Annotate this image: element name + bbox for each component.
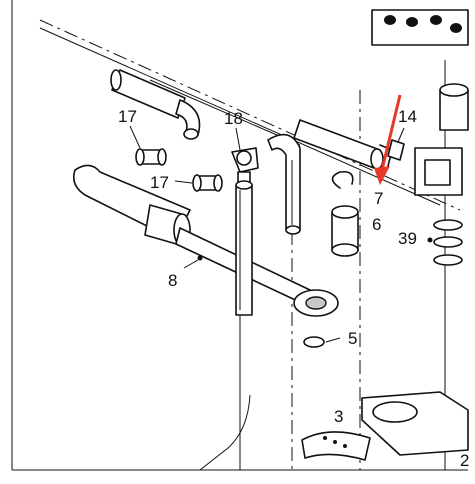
callout-5: 5 <box>348 329 357 348</box>
callout-18: 18 <box>224 109 243 128</box>
callout-2: 2 <box>460 451 469 470</box>
callout-17-lower: 17 <box>150 173 169 192</box>
vertical-hose-left <box>235 180 253 316</box>
fitting-14 <box>387 127 405 161</box>
bushing-6 <box>331 205 359 257</box>
right-column-stack <box>414 83 469 266</box>
callout-39: 39 <box>398 229 417 248</box>
clip-7 <box>331 170 354 189</box>
vertical-hose-right <box>267 133 301 235</box>
fitting-17-lower <box>174 174 223 192</box>
elbow-18 <box>231 127 259 183</box>
callout-6: 6 <box>372 215 381 234</box>
washer-5 <box>303 336 341 348</box>
fitting-17-upper <box>129 125 167 166</box>
red-pointer-arrow <box>374 94 402 185</box>
upper-rod <box>110 69 393 170</box>
callout-17-upper: 17 <box>118 107 137 126</box>
callout-7: 7 <box>374 189 383 208</box>
callout-3: 3 <box>334 407 343 426</box>
callout-14: 14 <box>398 107 417 126</box>
bottom-bracket <box>301 391 469 461</box>
top-right-cropped-parts <box>371 9 469 46</box>
callout-8: 8 <box>168 271 177 290</box>
